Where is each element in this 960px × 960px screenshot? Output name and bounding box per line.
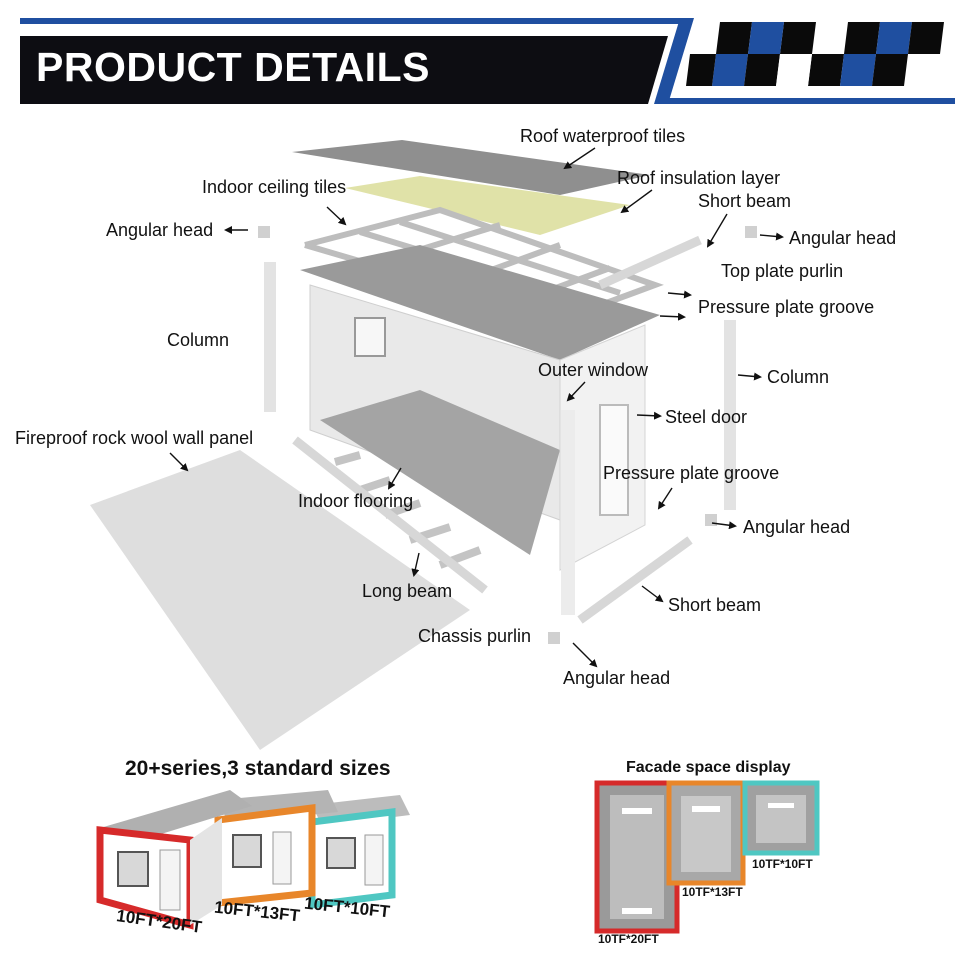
facade-unit-10x10 xyxy=(742,780,820,856)
label-steel-door: Steel door xyxy=(665,407,748,427)
facade-label-10x13: 10TF*13FT xyxy=(682,885,743,899)
label-chassis-purlin: Chassis purlin xyxy=(418,626,532,646)
banner-black-bar xyxy=(20,36,668,104)
label-angular-head-right-bottom: Angular head xyxy=(743,517,851,537)
outer-window-shape xyxy=(354,317,386,357)
facade-label-10x20: 10TF*20FT xyxy=(598,932,659,946)
column-left-shape xyxy=(264,262,276,412)
label-indoor-ceiling-tiles: Indoor ceiling tiles xyxy=(202,177,347,197)
roof-insulation-layer-panel xyxy=(345,176,630,235)
sizes-panel-title: 20+series,3 standard sizes xyxy=(125,757,391,780)
column-front-shape xyxy=(561,410,575,615)
label-pressure-plate-groove-top: Pressure plate groove xyxy=(698,297,875,317)
container-roof xyxy=(300,245,660,360)
label-fireproof-wall-panel: Fireproof rock wool wall panel xyxy=(15,428,254,448)
banner-blue-slant xyxy=(654,18,694,104)
size-unit-10x20 xyxy=(96,790,252,930)
long-beam-shape xyxy=(292,436,488,594)
label-top-plate-purlin: Top plate purlin xyxy=(721,261,844,281)
page-title: PRODUCT DETAILS xyxy=(36,44,430,90)
short-beam-lower-shape xyxy=(577,536,693,624)
label-angular-head-left: Angular head xyxy=(106,220,214,240)
label-angular-head-bottom: Angular head xyxy=(563,668,671,688)
label-short-beam-bottom: Short beam xyxy=(668,595,762,615)
label-column-right: Column xyxy=(767,367,830,387)
label-outer-window: Outer window xyxy=(538,360,649,380)
checker-flag-pattern xyxy=(686,22,944,86)
size-unit-10x10 xyxy=(308,795,410,909)
label-angular-head-right-top: Angular head xyxy=(789,228,897,248)
facade-panel-title: Facade space display xyxy=(626,759,791,776)
banner-underline xyxy=(658,98,955,104)
label-indoor-flooring: Indoor flooring xyxy=(298,491,414,511)
label-short-beam-top: Short beam xyxy=(698,191,792,211)
leader-arrows xyxy=(169,147,784,668)
facade-label-10x10: 10TF*10FT xyxy=(752,857,813,871)
banner-accent-stripe xyxy=(20,18,690,24)
facade-unit-10x13 xyxy=(666,780,746,886)
column-right-shape xyxy=(724,320,736,510)
container-floor xyxy=(320,390,560,555)
label-pressure-plate-groove-bottom: Pressure plate groove xyxy=(603,463,780,483)
roof-waterproof-tiles-panel xyxy=(292,140,650,195)
facade-unit-10x20 xyxy=(594,780,680,934)
label-roof-waterproof-tiles: Roof waterproof tiles xyxy=(520,126,686,146)
short-beam-upper-shape xyxy=(598,235,702,290)
label-column-left: Column xyxy=(167,330,230,350)
steel-door-shape xyxy=(599,404,629,516)
label-roof-insulation-layer: Roof insulation layer xyxy=(617,168,781,188)
label-long-beam: Long beam xyxy=(362,581,453,601)
header-banner xyxy=(20,18,955,104)
fireproof-wall-panel-shape xyxy=(90,450,470,750)
